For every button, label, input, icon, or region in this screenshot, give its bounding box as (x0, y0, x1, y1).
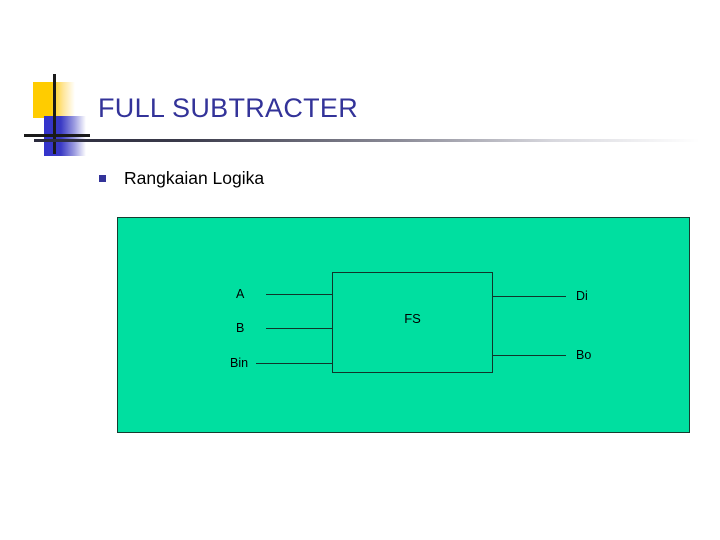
output-port-label-di: Di (576, 289, 588, 303)
full-subtracter-block-label: FS (404, 311, 421, 326)
bullet-list-item: Rangkaian Logika (99, 168, 264, 189)
input-wire-b (266, 328, 333, 329)
input-port-label-a: A (236, 287, 245, 301)
output-port-label-bo: Bo (576, 348, 592, 362)
title-divider (34, 139, 700, 142)
input-wire-bin (256, 363, 333, 364)
bullet-item-label: Rangkaian Logika (124, 168, 265, 188)
square-bullet-icon (99, 175, 106, 182)
slide-decoration-logo (22, 72, 92, 156)
input-wire-a (266, 294, 333, 295)
full-subtracter-block: FS (332, 272, 493, 373)
page-title: FULL SUBTRACTER (98, 93, 359, 123)
input-port-label-bin: Bin (230, 356, 249, 370)
input-port-label-b: B (236, 321, 245, 335)
logo-horizontal-rule (24, 134, 90, 137)
logo-vertical-rule (53, 74, 56, 154)
output-wire-bo (492, 355, 566, 356)
logic-diagram-panel: A B Bin FS Di Bo (117, 217, 690, 433)
output-wire-di (492, 296, 566, 297)
